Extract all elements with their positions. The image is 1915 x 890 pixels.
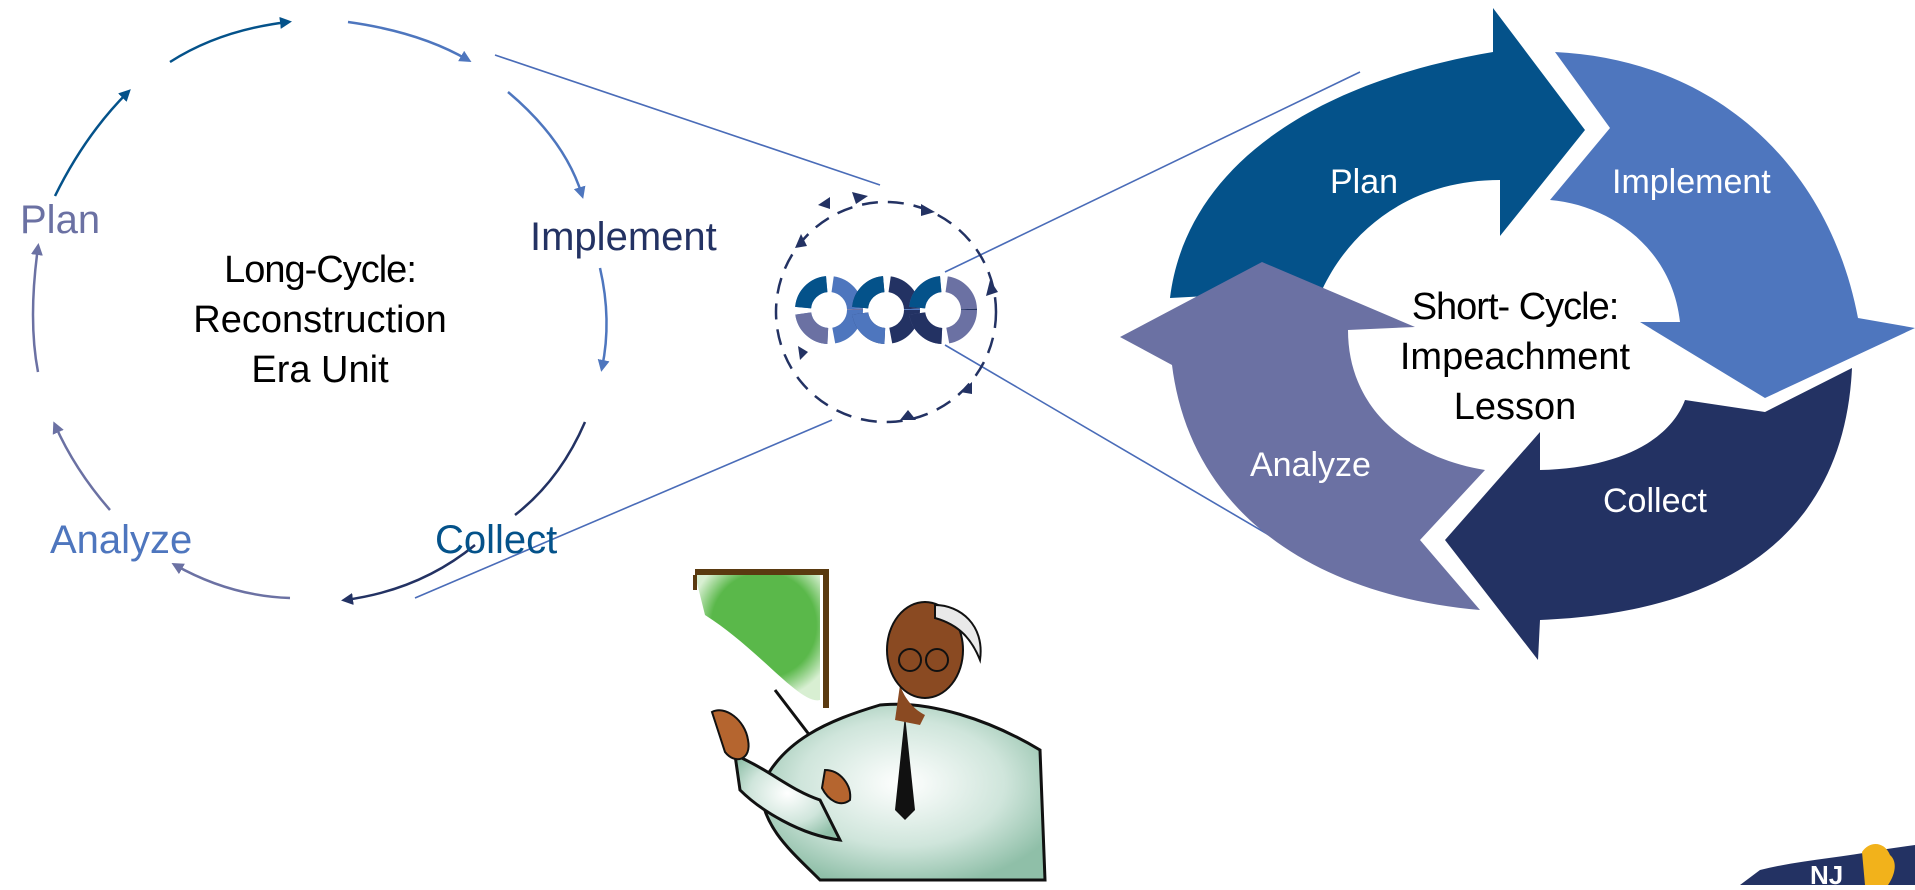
long-cycle-title: Long-Cycle: bbox=[224, 249, 417, 291]
hand2 bbox=[820, 768, 852, 805]
arrow-implement bbox=[1550, 52, 1915, 398]
long-cycle-subtitle-1: Reconstruction bbox=[193, 299, 447, 341]
hair bbox=[934, 603, 982, 664]
long-cycle-plan-label: Plan bbox=[20, 198, 101, 242]
long-cycle-implement-label: Implement bbox=[530, 215, 717, 259]
connector-lines bbox=[414, 54, 1361, 599]
tie bbox=[895, 715, 915, 820]
glasses-l bbox=[898, 648, 922, 672]
short-cycle-plan-label: Plan bbox=[1330, 163, 1399, 201]
arc-implement-down bbox=[507, 91, 586, 199]
neck bbox=[895, 685, 925, 725]
short-cycle-title: Short- Cycle: bbox=[1411, 286, 1620, 328]
arc-analyze-bottom bbox=[171, 563, 291, 600]
head bbox=[886, 601, 964, 699]
arc-left-up bbox=[30, 243, 43, 373]
short-cycle-implement-label: Implement bbox=[1612, 163, 1771, 201]
glasses-r bbox=[925, 648, 949, 672]
short-cycle-subtitle-1: Impeachment bbox=[1399, 336, 1631, 378]
short-cycle-center-text: Short- Cycle: Impeachment Lesson bbox=[1360, 282, 1670, 432]
arc-top-implement bbox=[347, 20, 472, 63]
arc-analyze-up bbox=[52, 421, 111, 511]
long-cycle-collect-label: Collect bbox=[435, 518, 558, 562]
arc-right-down bbox=[597, 267, 610, 372]
mini-rings bbox=[795, 276, 977, 344]
arc-bottom-left bbox=[341, 544, 476, 605]
short-cycle-arrows bbox=[1120, 8, 1915, 660]
arc-plan-up bbox=[53, 89, 131, 197]
long-cycle-subtitle-2: Era Unit bbox=[251, 349, 389, 391]
board bbox=[695, 575, 820, 701]
arrow-collect bbox=[1445, 368, 1852, 660]
nj-logo-text: NJ bbox=[1810, 860, 1843, 885]
long-cycle-arcs bbox=[30, 16, 610, 605]
arrow-plan bbox=[1170, 8, 1585, 298]
arrow-analyze bbox=[1120, 262, 1485, 610]
arc-plan-top bbox=[169, 16, 292, 64]
hand bbox=[710, 709, 750, 761]
mini-cycle bbox=[774, 200, 998, 424]
nj-logo: NJ bbox=[1740, 844, 1915, 890]
arc-collect-up bbox=[514, 421, 587, 516]
short-cycle-subtitle-2: Lesson bbox=[1453, 386, 1577, 428]
long-cycle-analyze-label: Analyze bbox=[50, 518, 193, 562]
long-cycle-center-text: Long-Cycle: Reconstruction Era Unit bbox=[170, 245, 470, 395]
short-cycle-analyze-label: Analyze bbox=[1250, 446, 1371, 484]
presenter-image bbox=[693, 569, 1047, 882]
mini-cycle-arrowheads bbox=[795, 192, 998, 420]
short-cycle-collect-label: Collect bbox=[1603, 482, 1707, 520]
arm bbox=[733, 752, 843, 842]
